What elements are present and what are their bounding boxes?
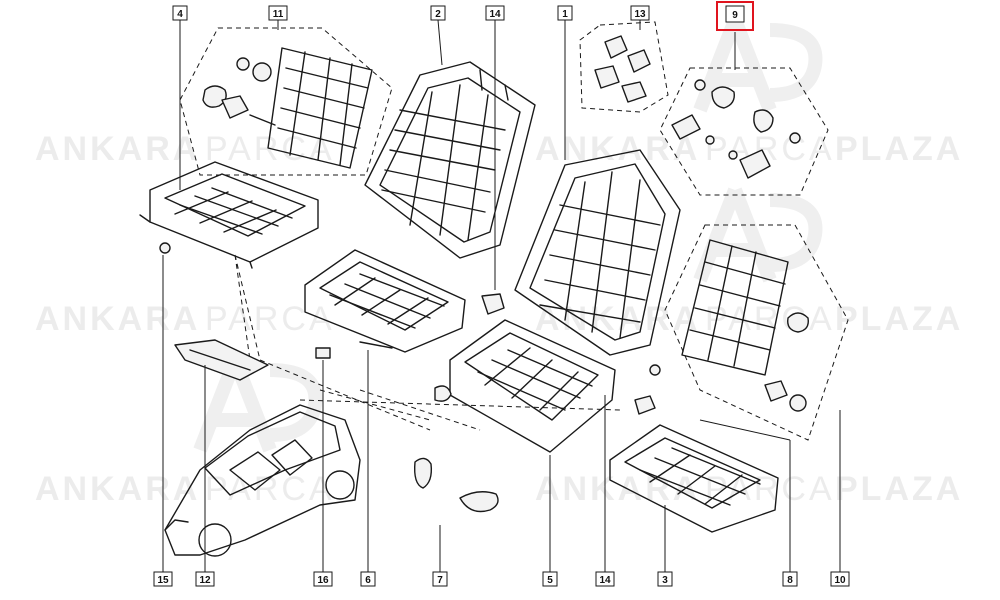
watermark: ANKARA PARCA ANKARA PARCA PLAZA ANKARA P… — [35, 17, 963, 508]
watermark-brand: ANKARA — [35, 300, 200, 338]
watermark-brand-end: PLAZA — [835, 130, 963, 168]
callout-label: 4 — [177, 9, 183, 20]
callout-13[interactable]: 13 — [630, 5, 650, 21]
callout-7[interactable]: 7 — [432, 571, 448, 587]
side-trim — [413, 457, 499, 513]
callout-label: 10 — [834, 575, 846, 586]
group-outline-13 — [579, 21, 669, 113]
group-outline-10 — [664, 224, 849, 441]
callout-3[interactable]: 3 — [657, 571, 673, 587]
callout-10[interactable]: 10 — [830, 571, 850, 587]
knob-set — [671, 79, 801, 179]
car-illustration — [164, 404, 361, 557]
group-outline-11 — [179, 27, 393, 176]
watermark-brand-thin: PARCA — [705, 130, 835, 168]
bolt-part-8 — [649, 364, 661, 376]
callout-6[interactable]: 6 — [360, 571, 376, 587]
watermark-brand: ANKARA — [35, 470, 200, 508]
back-frame-left — [364, 61, 536, 259]
callout-9[interactable]: 9 — [716, 1, 754, 31]
watermark-brand: ANKARA — [35, 130, 200, 168]
watermark-brand: ANKARA — [535, 300, 700, 338]
callout-5[interactable]: 5 — [542, 571, 558, 587]
watermark-brand-thin: PARCA — [205, 300, 335, 338]
seat-frame-left — [139, 161, 319, 269]
seat-frame-middle — [304, 249, 466, 353]
group-outline-9 — [659, 67, 829, 196]
clip-part-16 — [315, 347, 331, 359]
back-frame-right — [514, 149, 681, 356]
bracket — [174, 339, 269, 381]
callout-label: 3 — [662, 575, 668, 586]
callout-1[interactable]: 1 — [557, 5, 573, 21]
callout-11[interactable]: 11 — [268, 5, 288, 21]
callout-label: 5 — [547, 575, 553, 586]
watermark-brand: ANKARA — [535, 130, 700, 168]
callout-label: 14 — [599, 575, 611, 586]
callout-15[interactable]: 15 — [153, 571, 173, 587]
screw-part-15 — [159, 242, 171, 254]
callout-2[interactable]: 2 — [430, 5, 446, 21]
trim-covers — [594, 35, 651, 103]
callout-4[interactable]: 4 — [172, 5, 188, 21]
callout-label: 9 — [732, 10, 738, 21]
callout-label: 14 — [489, 9, 501, 20]
callout-8[interactable]: 8 — [782, 571, 798, 587]
callout-16[interactable]: 16 — [313, 571, 333, 587]
callout-label: 13 — [634, 9, 646, 20]
watermark-brand-thin: PARCA — [705, 300, 835, 338]
callout-label: 6 — [365, 575, 371, 586]
seat-frame-right — [609, 424, 779, 533]
watermark-brand-end: PLAZA — [835, 470, 963, 508]
spring-mat-right — [681, 239, 809, 412]
bracket-part-14 — [481, 293, 505, 315]
callout-label: 12 — [199, 575, 211, 586]
callout-label: 2 — [435, 9, 441, 20]
watermark-brand-end: PLAZA — [835, 300, 963, 338]
watermark-brand: ANKARA — [535, 470, 700, 508]
spring-mat-left — [202, 47, 373, 169]
callout-label: 7 — [437, 575, 443, 586]
callout-label: 15 — [157, 575, 169, 586]
callout-label: 16 — [317, 575, 329, 586]
watermark-brand-thin: PARCA — [705, 470, 835, 508]
watermark-brand-thin: PARCA — [205, 470, 335, 508]
callout-label: 8 — [787, 575, 793, 586]
callout-label: 1 — [562, 9, 568, 20]
callout-14-top[interactable]: 14 — [485, 5, 505, 21]
callout-14-bottom[interactable]: 14 — [595, 571, 615, 587]
selected-highlight — [716, 1, 754, 31]
callout-label: 11 — [273, 9, 284, 20]
callout-12[interactable]: 12 — [195, 571, 215, 587]
seat-frame-center — [434, 319, 656, 453]
leader-lines — [162, 19, 841, 572]
